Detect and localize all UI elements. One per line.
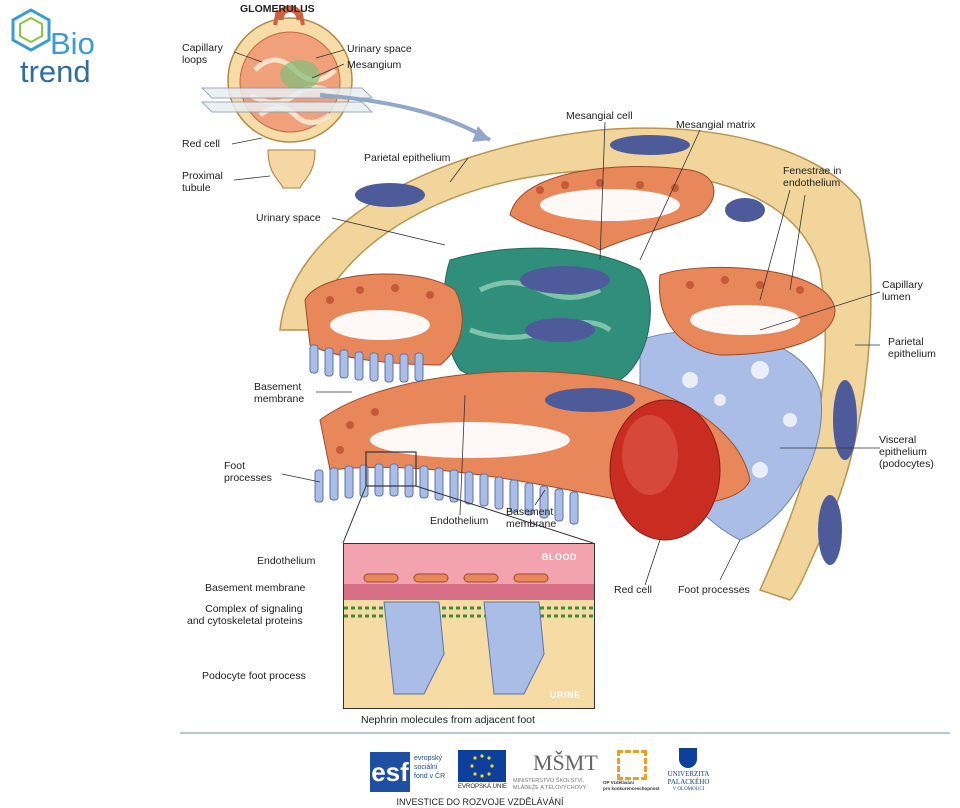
inset-label-nephrin: Nephrin molecules from adjacent foot xyxy=(361,714,535,726)
inset-label-basement-membrane: Basement membrane xyxy=(205,582,306,594)
msmt-line1: MINISTERSTVO ŠKOLSTVÍ, xyxy=(513,778,585,784)
basement-membrane-layer xyxy=(344,584,594,600)
esf-logo: esf evropský sociální fond v ČR xyxy=(370,748,452,794)
label-capillary-loops: Capillary loops xyxy=(182,42,223,66)
label-capillary-lumen: Capillary lumen xyxy=(882,279,923,303)
label-urinary-space-top: Urinary space xyxy=(347,43,412,55)
upol-line1: UNIVERZITA xyxy=(667,770,710,778)
label-mesangial-cell: Mesangial cell xyxy=(566,110,633,122)
label-urinary-space: Urinary space xyxy=(256,212,321,224)
mesangial-nucleus xyxy=(525,318,595,342)
foot-processes-row xyxy=(309,344,579,525)
eu-label: EVROPSKÁ UNIE xyxy=(458,784,508,790)
upol-line2: PALACKÉHO xyxy=(667,778,710,786)
inset-illustration xyxy=(344,573,594,695)
label-red-cell-bottom: Red cell xyxy=(614,584,652,596)
leader-lines xyxy=(231,49,881,586)
msmt-line2: MLÁDEŽE A TĚLOVÝCHOVY xyxy=(513,785,587,791)
biotrend-logo: Bio trend xyxy=(6,6,106,89)
label-mesangium: Mesangium xyxy=(347,59,402,71)
label-basement-membrane-left: Basement membrane xyxy=(254,381,305,405)
label-visceral-epithelium: Visceral epithelium (podocytes) xyxy=(879,434,934,470)
op-line1: OP Vzdělávání xyxy=(603,780,634,785)
investice-label: INVESTICE DO ROZVOJE VZDĚLÁVÁNÍ xyxy=(396,797,564,807)
eu-logo: EVROPSKÁ UNIE xyxy=(458,748,508,794)
upol-line3: V OLOMOUCI xyxy=(672,787,705,792)
label-mesangial-matrix: Mesangial matrix xyxy=(676,119,756,131)
urine-tag: URINE xyxy=(550,690,581,700)
msmt-mark-icon: MŠMT xyxy=(533,750,598,775)
logo-bio-text: Bio xyxy=(50,26,95,61)
label-proximal-tubule: Proximal tubule xyxy=(182,170,223,194)
logo-trend-text: trend xyxy=(20,54,91,89)
capillary-loop-left xyxy=(304,273,463,366)
parietal-nucleus xyxy=(355,183,425,207)
esf-line1: evropský xyxy=(414,755,443,762)
parietal-nucleus xyxy=(610,135,690,155)
mesangial-nucleus xyxy=(520,266,610,294)
blood-tag: BLOOD xyxy=(542,552,577,562)
parietal-nucleus xyxy=(833,380,857,460)
label-parietal-epithelium-top: Parietal epithelium xyxy=(364,152,451,164)
parietal-nucleus xyxy=(818,495,842,565)
msmt-logo: MŠMT MINISTERSTVO ŠKOLSTVÍ, MLÁDEŽE A TĚ… xyxy=(513,748,598,794)
inset-label-podocyte: Podocyte foot process xyxy=(202,670,306,682)
fenestrae-dots xyxy=(326,179,804,474)
hexagon-logo-icon xyxy=(11,8,51,52)
label-parietal-epithelium-right: Parietal epithelium xyxy=(888,336,936,360)
zoom-region xyxy=(365,451,417,487)
op-logo: OP Vzdělávání pro konkurenceschopnost xyxy=(603,748,660,794)
label-glomerulus: GLOMERULUS xyxy=(240,3,315,15)
esf-line3: fond v ČR xyxy=(414,773,446,780)
inset-detail: BLOOD URINE xyxy=(343,543,595,709)
op-line2: pro konkurenceschopnost xyxy=(603,786,660,791)
podocyte-pores xyxy=(682,361,797,478)
upol-logo: UNIVERZITA PALACKÉHO V OLOMOUCI xyxy=(661,748,716,794)
eu-flag-icon xyxy=(458,750,506,782)
label-endothelium: Endothelium xyxy=(430,515,489,527)
op-square-icon xyxy=(617,750,647,780)
label-red-cell-top: Red cell xyxy=(182,138,220,150)
esf-line2: sociální xyxy=(414,764,438,771)
label-fenestrae: Fenestrae in endothelium xyxy=(783,165,842,189)
capillary-loop-top xyxy=(509,166,715,251)
label-foot-processes-right: Foot processes xyxy=(678,584,750,596)
bottom-divider xyxy=(180,732,950,734)
upol-shield-icon xyxy=(679,748,697,768)
capillary-loop-right xyxy=(658,266,836,356)
label-foot-processes-left: Foot processes xyxy=(224,460,272,484)
label-basement-membrane-mid: Basement membrane xyxy=(506,506,557,530)
small-glomerulus xyxy=(200,5,492,189)
parietal-nucleus xyxy=(725,198,765,222)
inset-label-endothelium: Endothelium xyxy=(257,555,316,567)
inset-label-complex: Complex of signaling and cytoskeletal pr… xyxy=(187,603,303,627)
